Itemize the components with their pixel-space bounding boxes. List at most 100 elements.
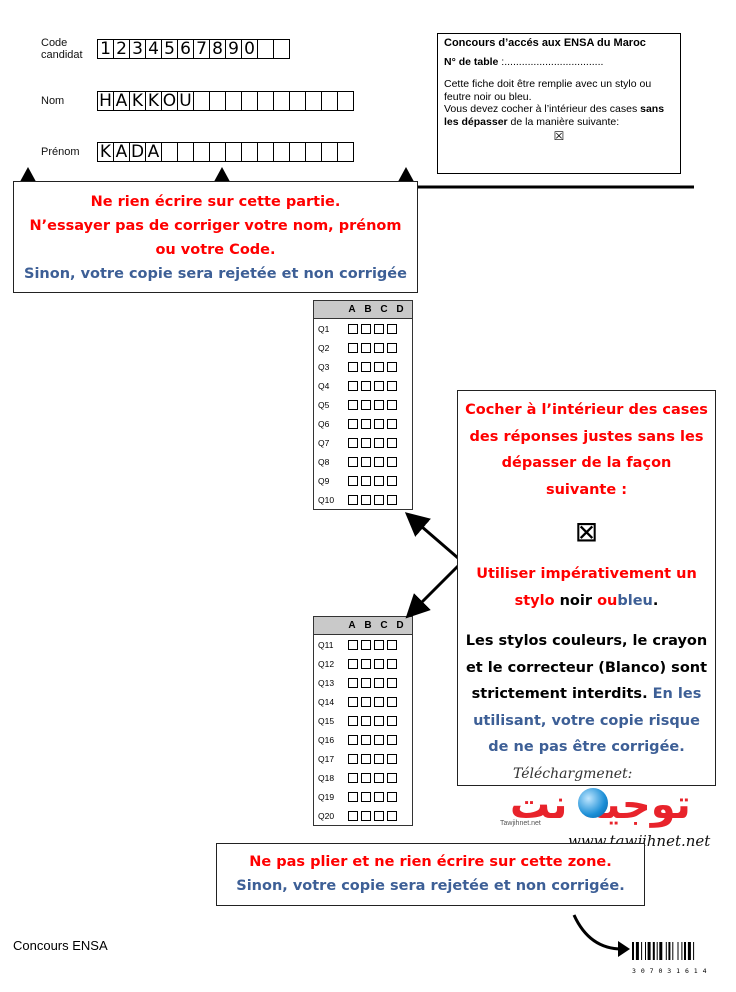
answer-checkbox[interactable] <box>374 380 384 391</box>
answer-checkbox[interactable] <box>348 456 358 467</box>
answer-checkbox[interactable] <box>361 791 371 802</box>
answer-checkbox[interactable] <box>348 361 358 372</box>
barcode-bar <box>641 942 643 960</box>
answer-checkbox[interactable] <box>348 696 358 707</box>
answer-checkbox[interactable] <box>387 494 397 505</box>
answer-checkbox[interactable] <box>374 437 384 448</box>
answer-checkbox[interactable] <box>374 810 384 821</box>
answer-checkbox[interactable] <box>348 677 358 688</box>
answer-checkbox[interactable] <box>374 418 384 429</box>
question-label: Q5 <box>318 399 330 410</box>
download-label: Téléchargmenet: <box>513 766 633 782</box>
answer-checkbox[interactable] <box>361 494 371 505</box>
answer-checkbox[interactable] <box>361 475 371 486</box>
answer-checkbox[interactable] <box>348 437 358 448</box>
question-row: Q11 <box>314 635 412 654</box>
answer-checkbox[interactable] <box>387 791 397 802</box>
answer-checkbox[interactable] <box>374 696 384 707</box>
answer-checkbox[interactable] <box>361 342 371 353</box>
answer-checkbox[interactable] <box>361 658 371 669</box>
answer-checkbox[interactable] <box>348 810 358 821</box>
answer-checkbox[interactable] <box>374 658 384 669</box>
answer-checkbox[interactable] <box>387 399 397 410</box>
answer-checkbox[interactable] <box>361 437 371 448</box>
answer-checkbox[interactable] <box>374 399 384 410</box>
tawjihnet-logo: توجيه نت Tawjihnet.net <box>500 782 720 832</box>
answer-checkbox[interactable] <box>387 734 397 745</box>
answer-checkbox[interactable] <box>361 361 371 372</box>
answer-checkbox[interactable] <box>361 380 371 391</box>
answer-checkbox[interactable] <box>387 715 397 726</box>
answer-checkbox[interactable] <box>387 753 397 764</box>
answer-checkbox[interactable] <box>374 361 384 372</box>
grid-column-label: B <box>364 620 372 631</box>
answer-checkbox[interactable] <box>348 342 358 353</box>
answer-checkbox[interactable] <box>348 475 358 486</box>
answer-checkbox[interactable] <box>374 791 384 802</box>
answer-checkbox[interactable] <box>348 639 358 650</box>
answer-checkbox[interactable] <box>374 734 384 745</box>
answer-checkbox[interactable] <box>387 323 397 334</box>
question-label: Q15 <box>318 715 335 726</box>
answer-checkbox[interactable] <box>387 696 397 707</box>
answer-checkbox[interactable] <box>361 810 371 821</box>
answer-checkbox[interactable] <box>374 342 384 353</box>
barcode: 3 0 7 0 3 1 6 1 4 <box>632 942 712 975</box>
answer-checkbox[interactable] <box>348 418 358 429</box>
answer-checkbox[interactable] <box>348 715 358 726</box>
answer-checkbox[interactable] <box>374 323 384 334</box>
answer-checkbox[interactable] <box>348 323 358 334</box>
answer-checkbox[interactable] <box>387 456 397 467</box>
answer-checkbox[interactable] <box>387 437 397 448</box>
right-line1: Cocher à l’intérieur des cases <box>465 402 708 418</box>
answer-checkbox[interactable] <box>361 753 371 764</box>
answer-checkbox[interactable] <box>387 772 397 783</box>
answer-checkbox[interactable] <box>374 456 384 467</box>
answer-checkbox[interactable] <box>348 658 358 669</box>
char-box <box>273 39 290 59</box>
answer-checkbox[interactable] <box>387 342 397 353</box>
answer-checkbox[interactable] <box>361 323 371 334</box>
answer-checkbox[interactable] <box>387 361 397 372</box>
answer-checkbox[interactable] <box>387 418 397 429</box>
barcode-bar <box>693 942 695 960</box>
answer-checkbox[interactable] <box>387 475 397 486</box>
answer-checkbox[interactable] <box>348 772 358 783</box>
answer-checkbox[interactable] <box>374 677 384 688</box>
prenom-label: Prénom <box>41 146 80 158</box>
answer-checkbox[interactable] <box>374 715 384 726</box>
answer-checkbox[interactable] <box>348 734 358 745</box>
answer-checkbox[interactable] <box>361 399 371 410</box>
answer-checkbox[interactable] <box>361 715 371 726</box>
answer-checkbox[interactable] <box>374 639 384 650</box>
answer-checkbox[interactable] <box>387 677 397 688</box>
answer-checkbox[interactable] <box>361 772 371 783</box>
answer-checkbox[interactable] <box>387 658 397 669</box>
barcode-bar <box>632 942 634 960</box>
answer-checkbox[interactable] <box>374 753 384 764</box>
answer-checkbox[interactable] <box>387 380 397 391</box>
answer-checkbox[interactable] <box>348 399 358 410</box>
answer-checkbox[interactable] <box>387 639 397 650</box>
answer-checkbox[interactable] <box>348 753 358 764</box>
answer-checkbox[interactable] <box>348 791 358 802</box>
answer-checkbox[interactable] <box>387 810 397 821</box>
answer-checkbox[interactable] <box>361 696 371 707</box>
grid-column-label: B <box>364 304 372 315</box>
right-line9: strictement interdits. En les <box>471 686 702 702</box>
question-row: Q2 <box>314 338 412 357</box>
answer-checkbox[interactable] <box>361 677 371 688</box>
answer-checkbox[interactable] <box>348 380 358 391</box>
answer-checkbox[interactable] <box>374 772 384 783</box>
answer-checkbox[interactable] <box>374 475 384 486</box>
answer-checkbox[interactable] <box>361 456 371 467</box>
answer-checkbox[interactable] <box>374 494 384 505</box>
char-box <box>337 91 354 111</box>
answer-checkbox[interactable] <box>348 494 358 505</box>
answer-checkbox[interactable] <box>361 418 371 429</box>
right-instructions-box: Cocher à l’intérieur des cases des répon… <box>457 390 716 786</box>
question-label: Q7 <box>318 437 330 448</box>
answer-checkbox[interactable] <box>361 639 371 650</box>
answer-checkbox[interactable] <box>361 734 371 745</box>
